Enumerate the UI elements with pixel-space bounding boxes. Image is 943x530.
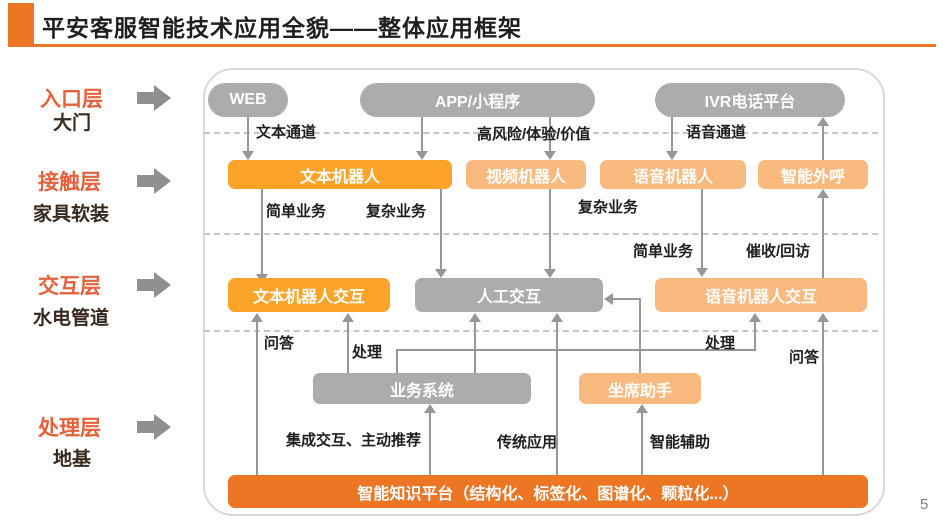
edge-assistant-to-human-arrow [604, 293, 613, 305]
layer-name-process: 处理层 [38, 417, 101, 440]
page-title: 平安客服智能技术应用全貌——整体应用框架 [42, 15, 522, 41]
layer-metaphor-interaction: 水电管道 [33, 308, 110, 329]
edge-knowledge-to-voice-interaction-arrow [817, 313, 829, 322]
edge-business-to-voice-interaction-line [754, 322, 756, 350]
label-complex-business-video: 复杂业务 [578, 199, 639, 216]
edge-business-to-human-arrow [469, 313, 481, 322]
node-voice-robot-interaction: 语音机器人交互 [655, 278, 867, 312]
label-simple-business-text: 简单业务 [266, 203, 327, 220]
label-qa-text: 问答 [264, 335, 295, 352]
layer-metaphor-touch: 家具软装 [33, 204, 110, 225]
label-simple-business-voice: 简单业务 [633, 243, 694, 260]
title-accent-block [8, 3, 34, 44]
node-video-robot: 视频机器人 [466, 160, 586, 189]
node-text-robot: 文本机器人 [228, 160, 452, 189]
page-number: 5 [920, 496, 929, 513]
edge-ivr-to-voice-robot-arrow [666, 151, 678, 160]
edge-business-to-voice-interaction-arrow [749, 313, 761, 322]
node-outbound-call: 智能外呼 [758, 160, 868, 189]
right-arrow-icon [137, 272, 171, 298]
edge-video-robot-to-human-line [549, 189, 551, 269]
layer-divider-3 [204, 330, 878, 332]
layer-name-touch: 接触层 [38, 171, 101, 194]
node-agent-assistant: 坐席助手 [579, 373, 701, 404]
edge-app-to-video-robot-arrow [544, 151, 556, 160]
node-web: WEB [208, 83, 288, 117]
edge-voice-interaction-to-outbound-line [822, 198, 824, 278]
label-collection-callback: 催收/回访 [746, 243, 811, 260]
label-complex-business-text: 复杂业务 [366, 203, 427, 220]
edge-knowledge-to-assistant-arrow [636, 404, 648, 413]
edge-assistant-to-human-vline [639, 298, 641, 373]
edge-assistant-to-human-hline [612, 298, 641, 300]
edge-app-to-video-robot-line [549, 117, 551, 151]
label-high-risk-experience-value: 高风险/体验/价值 [477, 126, 591, 143]
edge-app-to-text-robot-arrow [416, 151, 428, 160]
edge-web-to-text-robot-line [247, 117, 249, 151]
edge-knowledge-to-business-arrow [424, 404, 436, 413]
edge-business-to-text-interaction-arrow [342, 313, 354, 322]
node-app-miniprogram: APP/小程序 [360, 83, 595, 117]
label-process-text: 处理 [352, 344, 383, 361]
node-text-robot-interaction: 文本机器人交互 [228, 278, 390, 312]
edge-app-to-text-robot-line [421, 117, 423, 151]
layer-name-interaction: 交互层 [38, 275, 101, 298]
right-arrow-icon [137, 168, 171, 194]
edge-voice-robot-to-voice-interaction-arrow [696, 268, 708, 277]
edge-text-robot-to-human-line [440, 189, 442, 269]
edge-business-to-voice-interaction-hline [396, 349, 756, 351]
node-business-system: 业务系统 [313, 373, 531, 404]
edge-knowledge-to-human-arrow [551, 313, 563, 322]
title-underline [8, 44, 936, 47]
edge-knowledge-to-assistant-line [641, 413, 643, 475]
label-integrated-interaction: 集成交互、主动推荐 [286, 432, 422, 449]
edge-knowledge-to-business-line [429, 413, 431, 475]
label-voice-channel: 语音通道 [686, 124, 747, 141]
layer-divider-2 [204, 233, 878, 235]
edge-ivr-to-voice-robot-line [671, 117, 673, 151]
node-ivr-platform: IVR电话平台 [655, 83, 845, 117]
edge-text-robot-to-human-arrow [435, 269, 447, 278]
edge-knowledge-to-text-interaction-arrow [251, 313, 263, 322]
label-process-voice: 处理 [705, 335, 736, 352]
layer-name-entry: 入口层 [40, 88, 103, 111]
layer-metaphor-entry: 大门 [53, 113, 92, 134]
node-voice-robot: 语音机器人 [600, 160, 746, 189]
edge-knowledge-to-voice-interaction-line [822, 322, 824, 475]
edge-business-to-text-interaction-line [347, 322, 349, 373]
diagram-container [203, 68, 885, 516]
label-traditional-app: 传统应用 [497, 434, 558, 451]
label-qa-voice: 问答 [789, 349, 820, 366]
node-human-interaction: 人工交互 [415, 278, 603, 312]
edge-outbound-to-ivr-arrow [817, 117, 829, 126]
node-knowledge-platform: 智能知识平台（结构化、标签化、图谱化、颗粒化...） [228, 475, 868, 508]
layer-metaphor-process: 地基 [53, 449, 92, 470]
right-arrow-icon [137, 85, 171, 111]
label-smart-assist: 智能辅助 [650, 434, 711, 451]
edge-knowledge-to-human-line [556, 322, 558, 475]
right-arrow-icon [137, 414, 171, 440]
edge-outbound-to-ivr-line [822, 126, 824, 162]
edge-voice-robot-to-voice-interaction-line [701, 189, 703, 268]
edge-voice-interaction-to-outbound-arrow [817, 189, 829, 198]
edge-business-to-voice-interaction-stub [396, 351, 398, 373]
edge-knowledge-to-text-interaction-line [256, 322, 258, 475]
edge-business-to-human-line [474, 322, 476, 373]
edge-video-robot-to-human-arrow [544, 269, 556, 278]
layer-divider-1 [204, 132, 878, 134]
edge-text-robot-to-text-interaction-line [261, 189, 263, 275]
label-text-channel: 文本通道 [256, 124, 317, 141]
edge-web-to-text-robot-arrow [242, 151, 254, 160]
